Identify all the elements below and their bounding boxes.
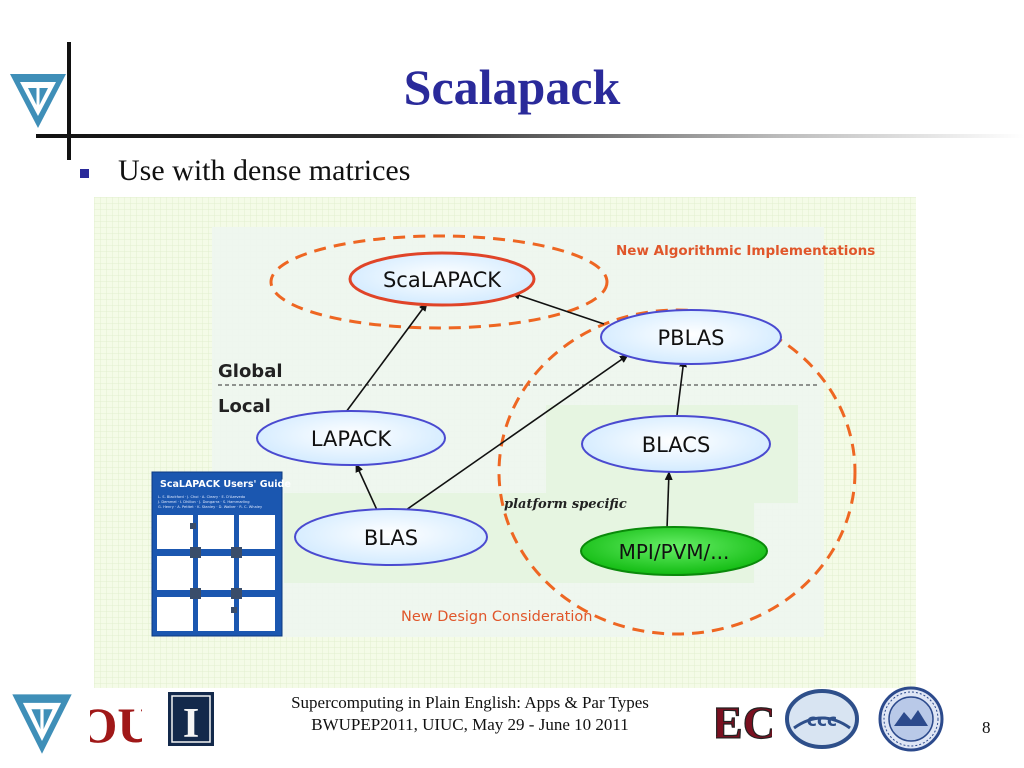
ec-logo-text: EC — [716, 697, 772, 748]
node-blas-label: BLAS — [364, 526, 418, 550]
book-authors-2: J. Demmel · I. Dhillon · J. Dongarra · S… — [157, 500, 250, 504]
arrow-blas-to-lapack — [355, 463, 378, 511]
arrow-blas-to-pblas — [405, 354, 629, 511]
book-matrix-grid — [157, 515, 275, 631]
arrow-mpi-to-blacs — [664, 471, 673, 530]
local-label: Local — [218, 396, 271, 417]
node-lapack: LAPACK — [256, 410, 446, 466]
footer-line-2: BWUPEP2011, UIUC, May 29 - June 10 2011 — [311, 715, 629, 734]
node-pblas: PBLAS — [600, 309, 782, 365]
bullet-text: Use with dense matrices — [118, 154, 411, 187]
node-blacs: BLACS — [581, 415, 771, 473]
book-authors-1: L. S. Blackford · J. Choi · A. Cleary · … — [158, 495, 245, 499]
ccc-logo: ccc — [785, 689, 859, 749]
node-scalapack-label: ScaLAPACK — [383, 268, 502, 292]
node-lapack-label: LAPACK — [311, 427, 393, 451]
title-underline-rule — [36, 134, 1024, 138]
ec-logo: EC — [716, 696, 772, 748]
arrow-blacs-to-pblas — [676, 358, 687, 416]
page-title: Scalapack — [403, 59, 621, 115]
algorithmic-region-outline — [269, 234, 609, 330]
university-seal-logo — [878, 686, 944, 752]
ou-logo: OU — [90, 697, 142, 753]
ccc-logo-text: ccc — [807, 711, 837, 731]
scalapack-architecture-diagram: Global Local New Algorithmic Implementat… — [94, 197, 916, 688]
node-pblas-label: PBLAS — [658, 326, 725, 350]
global-label: Global — [218, 361, 283, 382]
new-algorithmic-label: New Algorithmic Implementations — [616, 243, 875, 259]
book-authors-3: G. Henry · A. Petitet · K. Stanley · D. … — [158, 505, 263, 509]
node-blacs-label: BLACS — [642, 433, 711, 457]
footer-text: Supercomputing in Plain English: Apps & … — [250, 692, 690, 736]
node-blas: BLAS — [294, 508, 488, 566]
ou-logo-text: OU — [90, 697, 142, 753]
footer-line-1: Supercomputing in Plain English: Apps & … — [291, 693, 649, 712]
slide-number: 8 — [982, 718, 991, 737]
illinois-logo: I — [168, 692, 214, 747]
book-title: ScaLAPACK Users' Guide — [160, 479, 291, 490]
header-vertical-rule — [67, 42, 71, 160]
arrow-pblas-to-scalapack — [511, 291, 605, 325]
ou-triangle-logo — [10, 74, 66, 128]
node-mpi-label: MPI/PVM/... — [619, 540, 730, 564]
footer-triangle-logo — [12, 694, 72, 754]
node-mpi: MPI/PVM/... — [580, 526, 768, 576]
scalapack-users-guide-book: ScaLAPACK Users' Guide L. S. Blackford ·… — [151, 471, 291, 637]
illinois-logo-text: I — [183, 701, 199, 747]
platform-specific-label: platform specific — [504, 497, 627, 512]
node-scalapack: ScaLAPACK — [348, 251, 536, 307]
bullet-marker — [80, 169, 89, 178]
new-design-label: New Design Consideration — [401, 609, 592, 625]
arrow-lapack-to-scalapack — [345, 302, 428, 413]
